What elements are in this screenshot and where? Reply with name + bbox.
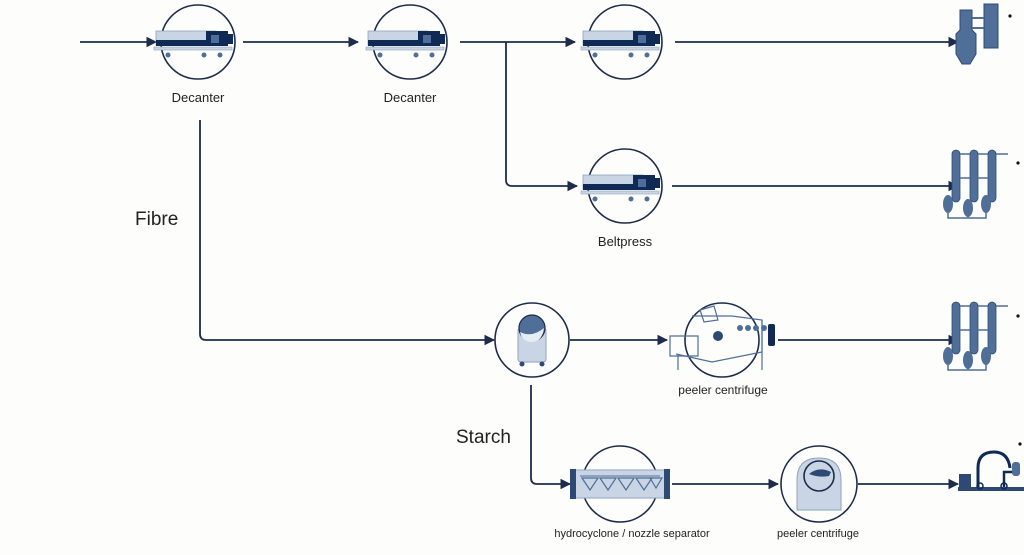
beltpress-label: Beltpress xyxy=(597,234,653,249)
hydrocyclone-icon[interactable] xyxy=(570,445,670,523)
decanter-icon[interactable] xyxy=(153,4,236,80)
decanter-2-label: Decanter xyxy=(383,90,437,105)
fibre-stream-label: Fibre xyxy=(135,209,179,230)
decanter-icon[interactable] xyxy=(365,4,448,80)
flow-lines xyxy=(80,36,960,490)
hydrocyclone-label: hydrocyclone / nozzle separator xyxy=(554,528,710,540)
peeler-centrifuge-icon[interactable] xyxy=(669,302,775,378)
peeler-centrifuge-icon[interactable] xyxy=(780,445,858,523)
decanter-1-label: Decanter xyxy=(171,90,225,105)
starch-stream-label: Starch xyxy=(456,427,511,448)
centrifugal-sieve-icon[interactable] xyxy=(494,302,570,378)
peeler-centrifuge-2-label: peeler centrifuge xyxy=(777,528,859,540)
packing-station-icon[interactable] xyxy=(958,442,1024,491)
dryer-silo-icon[interactable] xyxy=(955,3,1012,65)
evaporator-icon[interactable] xyxy=(942,301,1009,371)
evaporator-icon[interactable] xyxy=(942,149,1009,219)
decanter-icon[interactable] xyxy=(580,4,663,80)
peeler-centrifuge-1-label: peeler centrifuge xyxy=(678,383,768,397)
beltpress-icon[interactable] xyxy=(580,148,663,224)
